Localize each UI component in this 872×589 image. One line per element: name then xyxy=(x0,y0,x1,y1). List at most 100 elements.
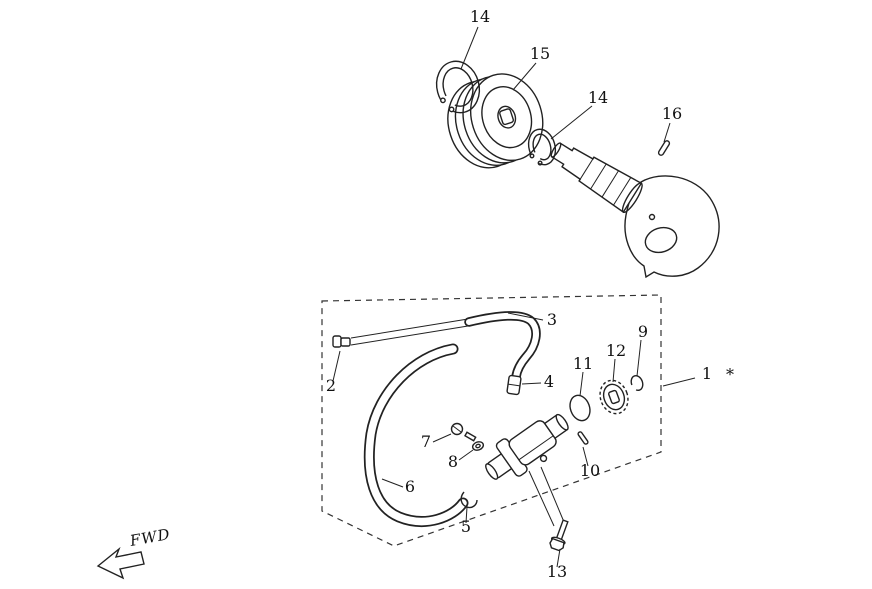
pulley xyxy=(447,73,544,169)
leader-8 xyxy=(458,449,474,461)
snap-ring-eye xyxy=(529,153,535,159)
pipe-fitting xyxy=(332,335,351,348)
leader-2 xyxy=(332,350,341,382)
part-label-2: 2 xyxy=(326,376,336,395)
hose3-outline xyxy=(464,311,541,382)
assembly-boundary xyxy=(321,294,662,547)
leader-7 xyxy=(432,433,452,443)
screw-shaft xyxy=(464,431,477,442)
leader-9 xyxy=(636,339,642,377)
part-label-3: 3 xyxy=(547,310,557,329)
snap-ring-left xyxy=(435,60,481,114)
joint-line xyxy=(507,383,521,387)
part-label-15: 15 xyxy=(530,44,550,63)
pump-gear xyxy=(599,379,629,415)
fwd-arrow-icon xyxy=(96,546,145,580)
fwd-indicator: FWD xyxy=(96,525,172,580)
gear-teeth xyxy=(599,379,629,415)
dowel-pin-body xyxy=(657,140,671,156)
leader-14-top xyxy=(460,26,479,70)
part-label-5: 5 xyxy=(461,517,471,536)
circlip xyxy=(630,375,644,391)
part-label-13: 13 xyxy=(547,562,567,581)
callout-labels: 14 15 14 16 3 2 4 11 12 9 1 * 7 8 10 6 5… xyxy=(326,7,734,581)
shaft-outline xyxy=(550,142,643,214)
snap-ring-inner xyxy=(442,67,474,107)
pump-shaft-end xyxy=(555,413,569,431)
washer-hole xyxy=(475,443,481,449)
part-label-14-top: 14 xyxy=(470,7,490,26)
part-label-10: 10 xyxy=(580,461,600,480)
snap-ring-eye xyxy=(448,106,455,113)
pump-inlet-end xyxy=(485,463,499,480)
leader-4 xyxy=(521,382,542,385)
mount-bolt xyxy=(549,519,569,552)
part-label-4: 4 xyxy=(544,372,554,391)
drive-pin-body xyxy=(577,431,589,445)
drive-pin xyxy=(577,431,589,445)
pump-screw-hole xyxy=(539,454,548,463)
shaft-ridge xyxy=(590,163,607,190)
bolt-axis-line xyxy=(528,470,555,527)
leader-11 xyxy=(579,371,584,397)
pump-drive-shaft xyxy=(550,142,643,214)
part-label-6: 6 xyxy=(405,477,415,496)
gear-square-hole xyxy=(608,389,620,405)
pulley-hub xyxy=(497,105,517,129)
part-label-7: 7 xyxy=(421,432,431,451)
hose-joint xyxy=(506,374,522,396)
fwd-label: FWD xyxy=(128,525,172,550)
asterisk-mark: * xyxy=(726,365,734,384)
pulley-square-hole xyxy=(499,108,514,126)
washer-outer xyxy=(471,441,485,451)
leader-13 xyxy=(556,548,561,568)
shaft-step xyxy=(578,156,595,182)
leader-6 xyxy=(381,478,404,488)
snap-ring-eye xyxy=(537,160,543,166)
fitting-cap xyxy=(332,335,342,348)
leader-10 xyxy=(582,446,589,467)
oil-pump-body xyxy=(485,413,569,480)
washer xyxy=(471,441,485,451)
part-label-11: 11 xyxy=(573,354,593,373)
bolt-axis-line xyxy=(540,466,565,523)
part-label-1: 1 xyxy=(702,364,712,383)
leader-16 xyxy=(663,122,671,143)
hose3-body xyxy=(466,312,540,380)
part-label-8: 8 xyxy=(448,452,458,471)
bolt-head xyxy=(549,537,565,552)
steel-pipe xyxy=(350,318,469,346)
snap-ring-eye xyxy=(440,97,446,104)
part-label-14-right: 14 xyxy=(588,88,608,107)
leader-lines xyxy=(332,26,696,568)
o-ring xyxy=(569,394,591,422)
pump-housing-line xyxy=(518,435,554,461)
pan-screw xyxy=(450,422,477,442)
shaft-ridge xyxy=(613,177,632,206)
dowel-pin xyxy=(657,140,671,156)
drive-face-outline xyxy=(624,175,720,279)
leader-5 xyxy=(465,506,468,524)
pipe-edge xyxy=(350,318,469,339)
leader-12 xyxy=(612,358,616,383)
drive-face-disc xyxy=(624,175,720,279)
leader-3 xyxy=(507,312,544,321)
part-label-16: 16 xyxy=(662,104,682,123)
oil-hose-long xyxy=(363,343,469,527)
shaft-end xyxy=(621,182,643,214)
gear-body xyxy=(602,383,626,411)
pulley-face-ring xyxy=(481,86,533,149)
pulley-face xyxy=(470,73,544,162)
part-label-12: 12 xyxy=(606,341,626,360)
snap-ring-outer xyxy=(435,60,481,114)
hose6-body xyxy=(365,345,467,526)
snap-ring-inner xyxy=(532,133,552,161)
snap-ring-right xyxy=(527,128,557,166)
leader-1 xyxy=(662,377,696,387)
leader-15 xyxy=(512,62,537,91)
drive-face-hole xyxy=(648,213,656,221)
leader-14-right xyxy=(550,105,593,140)
oil-hose-short xyxy=(464,311,541,382)
